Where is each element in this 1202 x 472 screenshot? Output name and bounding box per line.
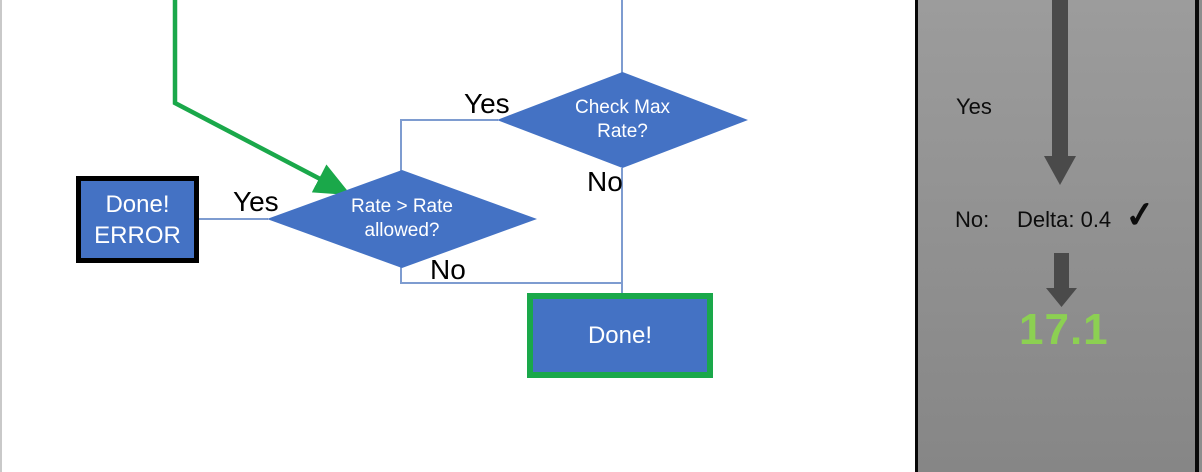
edge-label-rate-no: No [430,254,466,285]
done-box: Done! [527,293,713,378]
edge-label-max-yes: Yes [464,88,510,119]
connector-rate-no-horizontal [400,282,622,284]
panel-right-sliver [1199,0,1202,472]
checkmark-icon: ✓ [1122,192,1158,237]
connector-rate-yes-to-error [199,218,268,220]
decision-rate-allowed-label: Rate > Rate allowed? [351,196,453,241]
edge-label-max-no: No [587,166,623,197]
side-panel: Yes No: Delta: 0.4 ✓ 17.1 [915,0,1199,472]
arrow-down-icon [1044,0,1076,185]
done-error-line2: ERROR [94,221,181,249]
done-error-text: Done! ERROR [94,189,181,251]
panel-yes-label: Yes [956,94,992,119]
panel-no-label: No: [955,207,990,232]
connector-checkmax-no-vertical [621,168,623,293]
panel-arrows [1044,0,1077,307]
connector-top-to-checkmax [621,0,623,73]
arrow-down-small-icon [1046,253,1077,307]
decision-check-max-rate-label: Check Max Rate? [574,97,671,142]
panel-result-value: 17.1 [1019,305,1109,354]
done-box-label: Done! [587,321,653,349]
green-flow-arrow [172,0,351,196]
edge-label-rate-yes: Yes [233,186,279,217]
done-error-box: Done! ERROR [76,176,199,263]
slide-left-edge [0,0,2,472]
panel-delta-label: Delta: 0.4 [1017,207,1112,232]
done-error-line1: Done! [105,190,170,218]
connector-checkmax-yes-horizontal [401,119,498,121]
